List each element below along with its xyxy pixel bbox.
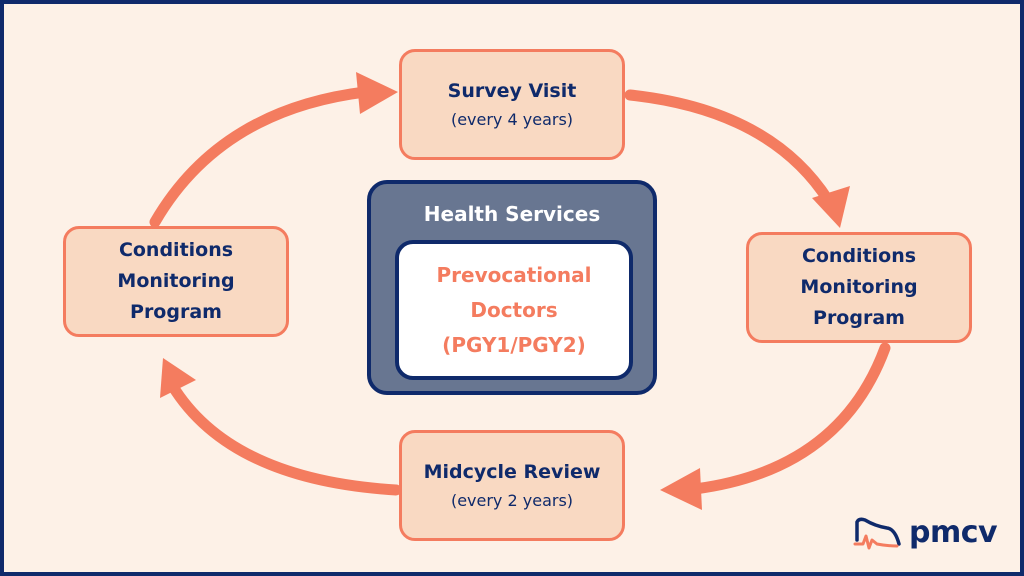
box-line: Monitoring (800, 276, 918, 298)
prevocational-doctors-box: Prevocational Doctors (PGY1/PGY2) (395, 240, 633, 380)
arrowhead-icon (356, 72, 398, 114)
pmcv-logo-icon (853, 517, 901, 550)
midcycle-review-title: Midcycle Review (423, 461, 601, 483)
midcycle-review-box: Midcycle Review (every 2 years) (399, 430, 625, 541)
survey-visit-title: Survey Visit (447, 80, 577, 102)
arrow-midcycle-to-left (166, 379, 402, 496)
survey-visit-box: Survey Visit (every 4 years) (399, 49, 625, 160)
box-line: Program (813, 307, 905, 329)
arrowhead-icon (160, 358, 196, 398)
midcycle-review-subtitle: (every 2 years) (450, 491, 574, 510)
health-services-title: Health Services (423, 202, 601, 226)
box-line: Conditions (801, 245, 917, 267)
arrowhead-icon (812, 186, 850, 228)
box-line: Conditions (118, 239, 234, 261)
survey-visit-subtitle: (every 4 years) (450, 110, 574, 129)
inner-line: (PGY1/PGY2) (442, 332, 586, 357)
arrowhead-icon (660, 468, 702, 510)
box-line: Program (130, 301, 222, 323)
arrow-left-to-survey (149, 86, 371, 228)
right-conditions-monitoring-box: Conditions Monitoring Program (746, 232, 972, 343)
health-services-box: Health Services Prevocational Doctors (P… (367, 180, 657, 395)
pmcv-logo-text: pmcv (909, 514, 998, 550)
arrow-right-to-midcycle (689, 342, 891, 495)
left-conditions-monitoring-box: Conditions Monitoring Program (63, 226, 289, 337)
inner-line: Doctors (470, 297, 558, 322)
pmcv-logo: pmcv (853, 514, 998, 550)
inner-line: Prevocational (436, 262, 592, 287)
arrow-survey-to-right (624, 89, 834, 206)
box-line: Monitoring (117, 270, 235, 292)
